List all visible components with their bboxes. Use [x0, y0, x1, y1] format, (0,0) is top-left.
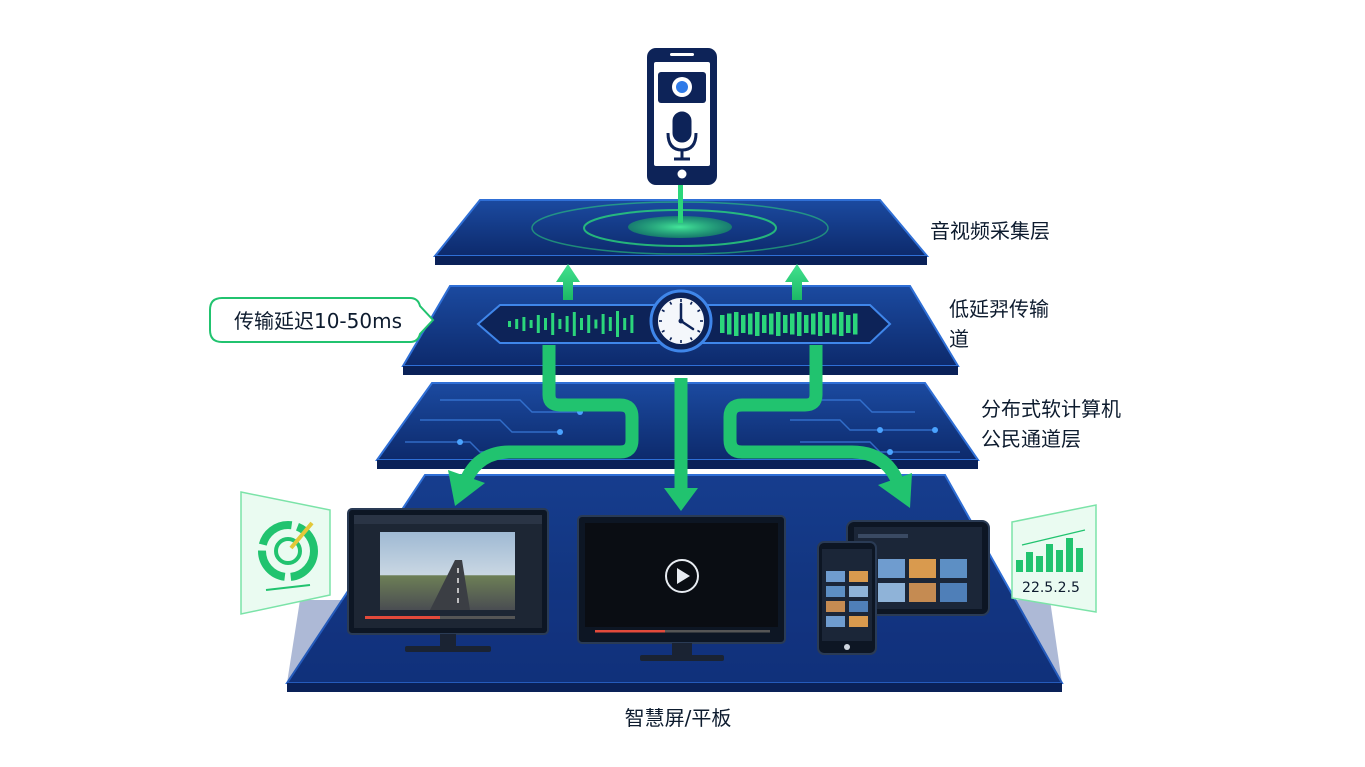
stat-bar: [1076, 548, 1083, 572]
video-progress: [365, 616, 440, 619]
waveform-bar: [811, 313, 816, 335]
waveform-bar: [783, 315, 788, 333]
stats-value: 22.5.2.5: [1022, 580, 1080, 596]
waveform-bar: [755, 312, 760, 336]
compute-layer-label-line2: 公民通道层: [981, 427, 1081, 451]
waveform-bar: [748, 313, 753, 335]
video-thumbnail: [849, 601, 868, 612]
waveform-bar: [832, 313, 837, 335]
waveform-bar: [853, 313, 858, 335]
waveform-bar: [825, 315, 830, 333]
waveform-bar: [741, 315, 746, 333]
channel-layer-label-line2: 道: [949, 327, 969, 351]
waveform-bar: [630, 315, 634, 333]
waveform-bar: [616, 311, 619, 337]
waveform-bar: [727, 313, 732, 335]
video-thumbnail: [826, 571, 845, 582]
stat-bar: [1066, 538, 1073, 572]
video-thumbnail: [826, 601, 845, 612]
upload-arrows: [556, 264, 809, 300]
stat-bar: [1046, 544, 1053, 572]
video-thumbnail: [940, 559, 967, 578]
waveform-bar: [565, 316, 569, 332]
clock-icon: [649, 289, 713, 353]
waveform-bar: [720, 315, 725, 333]
camera-icon: [658, 72, 706, 103]
gauge-icon: [258, 521, 318, 581]
video-thumbnail: [826, 616, 845, 627]
waveform-bar: [818, 312, 823, 336]
video-thumbnail: [826, 586, 845, 597]
waveform-bar: [839, 312, 844, 336]
microphone-icon: [666, 111, 698, 161]
phone-connector: [678, 183, 683, 223]
stat-bar: [1016, 560, 1023, 572]
video-thumbnail: [849, 586, 868, 597]
video-thumbnail: [909, 559, 936, 578]
waveform-bar: [790, 313, 795, 335]
desktop-monitor: [347, 508, 549, 652]
waveform-bar: [508, 321, 511, 327]
waveform-bar: [515, 319, 519, 329]
devices-layer-label: 智慧屏/平板: [625, 706, 732, 730]
waveform-bar: [846, 315, 851, 333]
capture-layer-plate: [432, 199, 930, 265]
circuit-nodes: [457, 409, 938, 455]
bar-chart-icon: [1016, 538, 1083, 572]
stats-panel: 22.5.2.5: [1011, 504, 1097, 613]
latency-label: 传输延迟10-50ms: [234, 309, 402, 333]
signal-waveform: [508, 311, 858, 337]
stat-bar: [1056, 550, 1063, 572]
stat-bar: [1026, 552, 1033, 572]
video-thumbnail: [940, 583, 967, 602]
waveform-bar: [558, 319, 562, 329]
waveform-bar: [544, 318, 547, 330]
waveform-bar: [551, 313, 555, 335]
capture-layer-label: 音视频采集层: [930, 219, 1050, 243]
waveform-bar: [734, 312, 739, 336]
video-thumbnail: [849, 571, 868, 582]
waveform-bar: [776, 312, 781, 336]
waveform-bar: [762, 315, 767, 333]
stat-bar: [1036, 556, 1043, 572]
compute-layer-label-line1: 分布式软计算机: [981, 397, 1121, 421]
video-thumbnail: [878, 559, 905, 578]
waveform-bar: [587, 315, 591, 333]
waveform-bar: [797, 312, 802, 336]
waveform-bar: [572, 312, 576, 336]
waveform-bar: [601, 314, 605, 334]
gauge-panel: [240, 491, 331, 615]
play-icon: [665, 559, 699, 593]
data-flow-arrows: [448, 345, 912, 511]
mobile-phone: [817, 541, 877, 655]
waveform-bar: [536, 315, 540, 333]
waveform-bar: [769, 313, 774, 335]
video-thumbnail: [849, 616, 868, 627]
waveform-bar: [580, 318, 583, 330]
video-thumbnail: [878, 583, 905, 602]
waveform-bar: [522, 317, 526, 331]
video-thumbnail: [909, 583, 936, 602]
smart-screen: [577, 515, 786, 661]
waveform-bar: [594, 319, 598, 329]
latency-callout: 传输延迟10-50ms: [209, 297, 435, 343]
waveform-bar: [529, 320, 533, 328]
smartphone-icon: [647, 48, 717, 185]
waveform-bar: [623, 318, 627, 330]
waveform-bar: [804, 315, 809, 333]
waveform-bar: [608, 317, 612, 331]
channel-layer-label-line1: 低延羿传输: [949, 297, 1049, 321]
